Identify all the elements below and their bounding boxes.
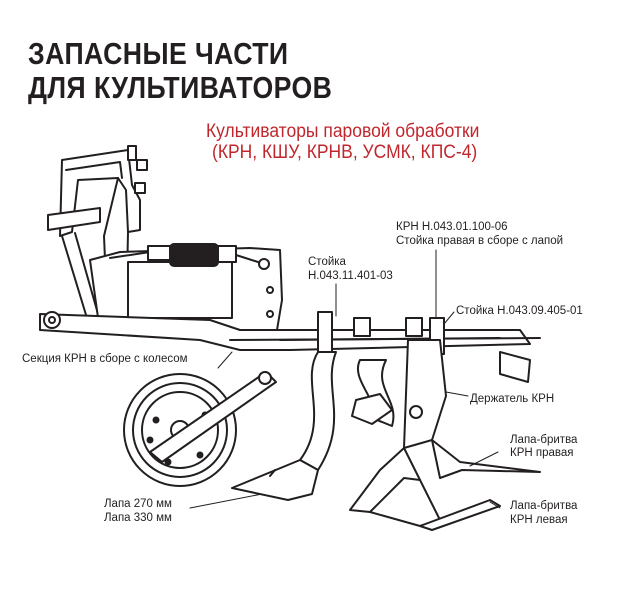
subtitle-line2: (КРН, КШУ, КРНВ, УСМК, КПС-4): [212, 142, 478, 163]
label-britva-right-line2: КРН правая: [510, 447, 574, 459]
label-britva-right-line1: Лапа-бритва: [510, 434, 578, 446]
label-stoyka-line2: Н.043.11.401-03: [308, 270, 393, 282]
label-britva-left-line1: Лапа-бритва: [510, 500, 578, 512]
page-title-line1: ЗАПАСНЫЕ ЧАСТИ: [28, 36, 289, 71]
turnbuckle-rod: [109, 243, 259, 267]
leader-lines: [189, 249, 501, 509]
left-tine: [231, 311, 337, 501]
label-stoyka-line1: Стойка: [308, 256, 346, 268]
page-title-line2: ДЛЯ КУЛЬТИВАТОРОВ: [28, 70, 333, 105]
label-stand-right-assembly: Стойка правая в сборе с лапой: [396, 235, 564, 247]
label-lapa-270: Лапа 270 мм: [104, 498, 172, 510]
label-derzhatel: Держатель КРН: [470, 393, 555, 405]
label-stoyka-09-405: Стойка Н.043.09.405-01: [456, 305, 583, 317]
label-section-krn: Секция КРН в сборе с колесом: [22, 353, 188, 365]
label-britva-left-line2: КРН левая: [510, 514, 568, 526]
depth-wheel: [123, 371, 277, 487]
right-stand-assembly: [349, 317, 541, 531]
label-lapa-330: Лапа 330 мм: [104, 512, 172, 524]
subtitle-line1: Культиваторы паровой обработки: [206, 121, 480, 142]
label-krn-043-code: КРН Н.043.01.100-06: [396, 221, 508, 233]
